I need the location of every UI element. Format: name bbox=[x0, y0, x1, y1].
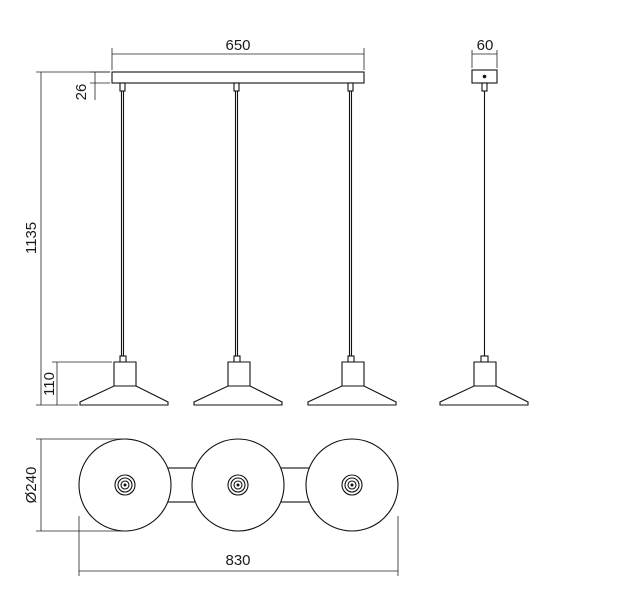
side-view: 60 bbox=[439, 37, 529, 406]
front-view: 650 26 1135 110 bbox=[23, 37, 397, 406]
dimension-canopy-height: 26 bbox=[73, 71, 110, 101]
shade-top-2 bbox=[191, 438, 285, 532]
shade-top-1 bbox=[78, 438, 172, 532]
shade-diameter-label: Ø240 bbox=[23, 467, 40, 504]
pendant-3 bbox=[307, 82, 397, 406]
dimension-total-height: 1135 bbox=[23, 71, 110, 406]
total-height-label: 1135 bbox=[23, 222, 40, 254]
dimension-bar-length: 650 bbox=[111, 37, 365, 70]
dimension-total-length: 830 bbox=[78, 516, 399, 576]
ceiling-bar bbox=[111, 71, 365, 84]
side-width-label: 60 bbox=[477, 37, 494, 54]
canopy-height-label: 26 bbox=[73, 84, 90, 101]
pendant-1 bbox=[79, 82, 169, 406]
dimension-side-width: 60 bbox=[471, 37, 498, 68]
total-length-label: 830 bbox=[225, 552, 250, 569]
shade-top-3 bbox=[305, 438, 399, 532]
shade-height-label: 110 bbox=[41, 372, 58, 396]
dimension-shade-diameter: Ø240 bbox=[23, 438, 125, 532]
bar-length-label: 650 bbox=[225, 37, 250, 54]
pendant-2 bbox=[193, 82, 283, 406]
dimension-shade-height: 110 bbox=[41, 361, 112, 405]
top-view: Ø240 830 bbox=[23, 438, 399, 576]
